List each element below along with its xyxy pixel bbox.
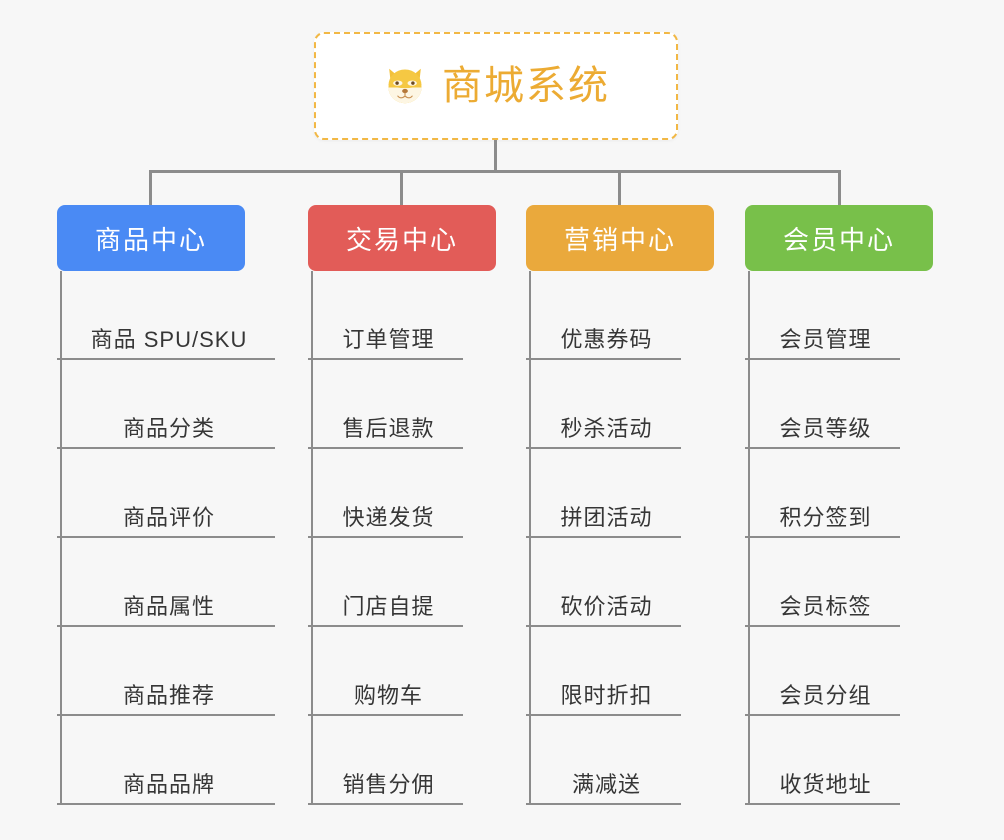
connector-drop-3 (618, 170, 621, 207)
list-item[interactable]: 会员管理 (745, 271, 900, 360)
branch-column-member-center: 会员中心 会员管理 会员等级 积分签到 会员标签 会员分组 收货地址 (745, 205, 933, 805)
list-item[interactable]: 会员分组 (745, 627, 900, 716)
list-item[interactable]: 订单管理 (308, 271, 463, 360)
branch-header-trade-center[interactable]: 交易中心 (308, 205, 496, 271)
leaf-label: 积分签到 (779, 504, 872, 530)
leaf-list: 会员管理 会员等级 积分签到 会员标签 会员分组 收货地址 (745, 271, 933, 805)
leaf-label: 门店自提 (342, 593, 435, 619)
list-item[interactable]: 会员等级 (745, 360, 900, 449)
leaf-list: 商品 SPU/SKU 商品分类 商品评价 商品属性 商品推荐 商品品牌 (57, 271, 275, 805)
leaf-label: 商品属性 (122, 593, 215, 619)
branch-header-product-center[interactable]: 商品中心 (57, 205, 245, 271)
connector-root-stem (494, 140, 497, 172)
leaf-label: 限时折扣 (560, 682, 653, 708)
branch-column-marketing-center: 营销中心 优惠券码 秒杀活动 拼团活动 砍价活动 限时折扣 满减送 (526, 205, 714, 805)
leaf-label: 拼团活动 (560, 504, 653, 530)
list-item[interactable]: 会员标签 (745, 538, 900, 627)
branch-header-label: 会员中心 (782, 224, 895, 255)
list-item[interactable]: 优惠券码 (526, 271, 681, 360)
branch-stem (529, 271, 531, 805)
connector-drop-1 (149, 170, 152, 207)
leaf-label: 会员分组 (779, 682, 872, 708)
branch-header-marketing-center[interactable]: 营销中心 (526, 205, 714, 271)
list-item[interactable]: 满减送 (526, 716, 681, 805)
list-item[interactable]: 门店自提 (308, 538, 463, 627)
branch-header-label: 营销中心 (563, 224, 676, 255)
leaf-label: 销售分佣 (342, 771, 435, 797)
list-item[interactable]: 售后退款 (308, 360, 463, 449)
list-item[interactable]: 商品属性 (57, 538, 275, 627)
list-item[interactable]: 积分签到 (745, 449, 900, 538)
branch-stem (311, 271, 313, 805)
list-item[interactable]: 砍价活动 (526, 538, 681, 627)
list-item[interactable]: 快递发货 (308, 449, 463, 538)
branch-stem (748, 271, 750, 805)
leaf-label: 秒杀活动 (560, 415, 653, 441)
branch-header-label: 交易中心 (345, 224, 458, 255)
list-item[interactable]: 商品分类 (57, 360, 275, 449)
list-item[interactable]: 商品品牌 (57, 716, 275, 805)
leaf-label: 优惠券码 (560, 326, 653, 352)
list-item[interactable]: 购物车 (308, 627, 463, 716)
leaf-label: 商品评价 (122, 504, 215, 530)
leaf-label: 会员标签 (779, 593, 872, 619)
branch-header-label: 商品中心 (94, 224, 207, 255)
list-item[interactable]: 限时折扣 (526, 627, 681, 716)
leaf-label: 售后退款 (342, 415, 435, 441)
root-node[interactable]: 商城系统 (314, 32, 678, 140)
leaf-label: 商品推荐 (122, 682, 215, 708)
shiba-dog-face-icon (382, 63, 428, 109)
leaf-label: 订单管理 (342, 326, 435, 352)
list-item[interactable]: 秒杀活动 (526, 360, 681, 449)
leaf-label: 满减送 (571, 771, 641, 797)
leaf-list: 订单管理 售后退款 快递发货 门店自提 购物车 销售分佣 (308, 271, 496, 805)
leaf-label: 商品分类 (122, 415, 215, 441)
leaf-label: 砍价活动 (560, 593, 653, 619)
connector-drop-2 (400, 170, 403, 207)
leaf-label: 收货地址 (779, 771, 872, 797)
root-title: 商城系统 (442, 64, 610, 108)
leaf-label: 购物车 (353, 682, 423, 708)
connector-horizontal-bus (149, 170, 841, 173)
branch-stem (60, 271, 62, 805)
branch-column-trade-center: 交易中心 订单管理 售后退款 快递发货 门店自提 购物车 销售分佣 (308, 205, 496, 805)
leaf-label: 快递发货 (342, 504, 435, 530)
list-item[interactable]: 商品评价 (57, 449, 275, 538)
leaf-label: 商品 SPU/SKU (90, 326, 248, 352)
list-item[interactable]: 商品 SPU/SKU (57, 271, 275, 360)
list-item[interactable]: 拼团活动 (526, 449, 681, 538)
list-item[interactable]: 收货地址 (745, 716, 900, 805)
connector-drop-4 (838, 170, 841, 207)
leaf-label: 会员等级 (779, 415, 872, 441)
leaf-label: 商品品牌 (122, 771, 215, 797)
leaf-label: 会员管理 (779, 326, 872, 352)
branch-column-product-center: 商品中心 商品 SPU/SKU 商品分类 商品评价 商品属性 商品推荐 商品品牌 (57, 205, 275, 805)
list-item[interactable]: 商品推荐 (57, 627, 275, 716)
list-item[interactable]: 销售分佣 (308, 716, 463, 805)
branch-header-member-center[interactable]: 会员中心 (745, 205, 933, 271)
leaf-list: 优惠券码 秒杀活动 拼团活动 砍价活动 限时折扣 满减送 (526, 271, 714, 805)
